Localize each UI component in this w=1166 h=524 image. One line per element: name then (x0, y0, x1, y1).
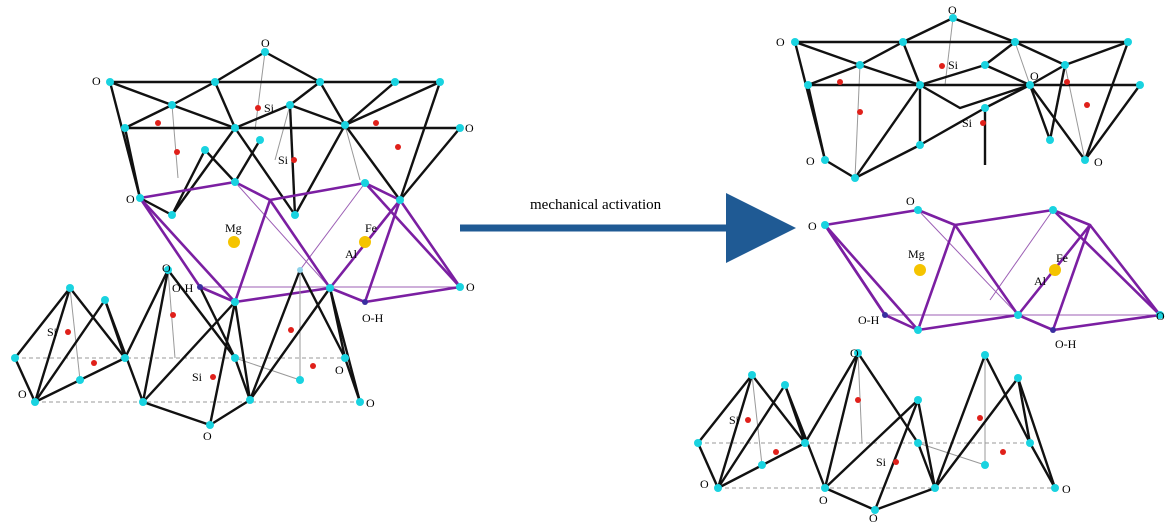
after-o-octa-left-label: O (808, 219, 817, 233)
after-o-top-label: O (948, 3, 957, 17)
after-bottom-o-b-label: O (819, 493, 828, 507)
after-o-bottom-right-label: O (1094, 155, 1103, 169)
after-o-mid-label: O (1030, 69, 1039, 83)
after-structure: O O O O O Si Si Mg Fe Al O-H O-H O O O S… (694, 3, 1165, 524)
after-fe-al-atom (1049, 264, 1061, 276)
before-bottom-o-d-label: O (335, 363, 344, 377)
after-bottom-o-d-label: O (1062, 482, 1071, 496)
before-oh-right-label: O-H (362, 311, 384, 325)
after-al-label: Al (1034, 274, 1047, 288)
before-hydroxyl-left (197, 284, 203, 290)
before-fe-label: Fe (365, 221, 377, 235)
before-bottom-o-a-label: O (18, 387, 27, 401)
after-oh-right-label: O-H (1055, 337, 1077, 351)
after-bottom-o-a-label: O (700, 477, 709, 491)
after-si-b-label: Si (962, 116, 973, 130)
before-bottom-o-b-label: O (203, 429, 212, 443)
before-bottom-si-b-label: Si (192, 370, 203, 384)
after-o-bottom-left-label: O (806, 154, 815, 168)
before-silicon-atoms (65, 105, 401, 380)
after-top-tetrahedral-sheet (793, 16, 1141, 180)
after-hydroxyl-left (882, 312, 888, 318)
before-bottom-tetrahedral-sheet (13, 268, 362, 427)
arrow-label: mechanical activation (530, 197, 662, 213)
after-silicon-atoms (745, 63, 1090, 465)
before-o-octa-top-label: O (162, 261, 171, 275)
before-structure: O O O O Si Si Mg Fe Al O-H O-H O O Si Si… (11, 36, 475, 443)
before-oh-left-label: O-H (172, 281, 194, 295)
before-si-a-label: Si (264, 101, 275, 115)
before-bottom-si-a-label: Si (47, 325, 58, 339)
after-bottom-o-e-label: O (850, 346, 859, 360)
after-fe-label: Fe (1056, 251, 1068, 265)
after-si-a-label: Si (948, 58, 959, 72)
before-o-octa-right-label: O (466, 280, 475, 294)
before-bottom-o-c-label: O (366, 396, 375, 410)
before-al-label: Al (345, 247, 358, 261)
after-bottom-si-a-label: Si (729, 413, 740, 427)
before-top-tetrahedral-sheet (108, 50, 461, 217)
before-mg-atom (228, 236, 240, 248)
before-oxygen-atoms (11, 48, 464, 429)
before-mg-label: Mg (225, 221, 242, 235)
after-octahedral-sheet (823, 208, 1162, 332)
activation-arrow: mechanical activation (460, 193, 796, 263)
after-hydroxyl-right (1050, 327, 1056, 333)
after-mg-label: Mg (908, 247, 925, 261)
after-o-octa-right-label: O (1156, 309, 1165, 323)
after-o-left-label: O (776, 35, 785, 49)
after-mg-atom (914, 264, 926, 276)
before-hydroxyl-right (362, 299, 368, 305)
after-bottom-o-c-label: O (869, 511, 878, 524)
before-o-octa-left-label: O (126, 192, 135, 206)
before-fe-al-atom (359, 236, 371, 248)
before-o-left-label: O (92, 74, 101, 88)
before-si-b-label: Si (278, 153, 289, 167)
before-o-right-label: O (465, 121, 474, 135)
after-oh-left-label: O-H (858, 313, 880, 327)
after-o-octa-top-label: O (906, 194, 915, 208)
before-octahedral-sheet (138, 180, 462, 304)
before-o-top-label: O (261, 36, 270, 50)
after-bottom-si-b-label: Si (876, 455, 887, 469)
after-oxygen-atoms (694, 14, 1164, 514)
